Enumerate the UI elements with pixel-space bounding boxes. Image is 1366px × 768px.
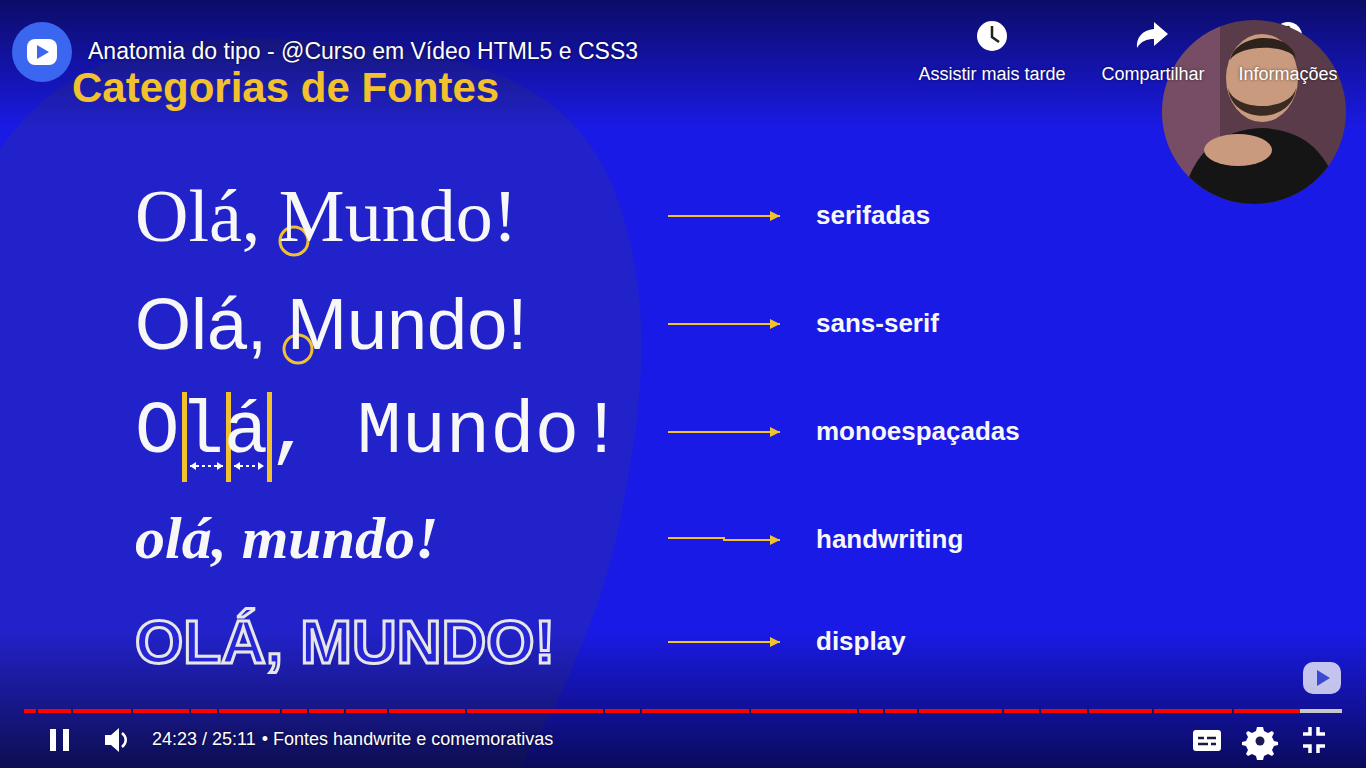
category-label: display bbox=[780, 626, 910, 657]
watch-later-label: Assistir mais tarde bbox=[918, 64, 1065, 85]
category-name: handwriting bbox=[816, 524, 963, 555]
category-name: sans-serif bbox=[816, 308, 939, 339]
settings-hole bbox=[1256, 737, 1265, 746]
presenter-beard bbox=[1228, 88, 1296, 116]
info-label: Informações bbox=[1238, 64, 1337, 85]
share-label: Compartilhar bbox=[1101, 64, 1204, 85]
volume-wave bbox=[122, 733, 126, 747]
category-arrow bbox=[668, 538, 780, 540]
exit-fullscreen-icon bbox=[1303, 727, 1325, 753]
category-arrow bbox=[668, 323, 780, 325]
category-arrow bbox=[668, 641, 780, 643]
category-name: monoespaçadas bbox=[816, 416, 1020, 447]
watch-later-hands bbox=[992, 26, 999, 42]
settings-icon bbox=[1242, 727, 1278, 760]
time-display: 24:23 / 25:11 bbox=[152, 729, 256, 750]
category-name: serifadas bbox=[816, 200, 930, 231]
channel-logo bbox=[12, 22, 72, 82]
channel-logo-mark bbox=[27, 39, 57, 65]
serif-sample: Olá, Mundo! bbox=[135, 179, 517, 253]
chapter-gaps bbox=[37, 709, 1233, 713]
chapter-title: • Fontes handwrite e comemorativas bbox=[262, 729, 553, 750]
watch-later-icon bbox=[977, 21, 1007, 51]
volume-icon bbox=[105, 728, 119, 752]
category-label: monoespaçadas bbox=[780, 416, 1024, 447]
presenter-hand bbox=[1204, 134, 1272, 166]
font-sample: Olá, Mundo! bbox=[135, 395, 668, 469]
slide-title: Categorias de Fontes bbox=[72, 64, 499, 112]
presenter-video bbox=[1160, 18, 1350, 210]
pause-icon bbox=[50, 729, 56, 751]
subtitles-lines bbox=[1198, 738, 1216, 744]
handwriting-sample: olá, mundo! bbox=[135, 508, 438, 568]
mono-sample: Olá, Mundo! bbox=[135, 395, 623, 469]
progress-remaining bbox=[1300, 709, 1342, 713]
font-sample: Olá, Mundo! bbox=[135, 288, 668, 360]
presenter-shirt bbox=[1180, 128, 1345, 210]
display-sample: OLÁ, MUNDO! bbox=[135, 611, 555, 673]
font-sample: olá, mundo! bbox=[135, 508, 668, 568]
category-arrow bbox=[668, 215, 780, 217]
category-arrow bbox=[668, 431, 780, 433]
watermark-play bbox=[1317, 670, 1330, 686]
progress-played bbox=[24, 709, 1300, 713]
font-sample: OLÁ, MUNDO! bbox=[135, 611, 668, 673]
channel-logo-play bbox=[37, 45, 49, 59]
category-label: serifadas bbox=[780, 200, 934, 231]
video-title: Anatomia do tipo - @Curso em Vídeo HTML5… bbox=[88, 38, 638, 65]
subtitles-icon bbox=[1193, 730, 1221, 751]
top-shade bbox=[0, 0, 1366, 130]
pause-icon bbox=[63, 729, 69, 751]
category-label: sans-serif bbox=[780, 308, 943, 339]
sans-sample: Olá, Mundo! bbox=[135, 288, 527, 360]
watermark-logo bbox=[1303, 662, 1341, 694]
share-icon bbox=[1137, 22, 1168, 48]
category-name: display bbox=[816, 626, 906, 657]
category-label: handwriting bbox=[780, 524, 967, 555]
presenter-hair bbox=[1230, 38, 1296, 60]
font-sample: Olá, Mundo! bbox=[135, 179, 668, 253]
